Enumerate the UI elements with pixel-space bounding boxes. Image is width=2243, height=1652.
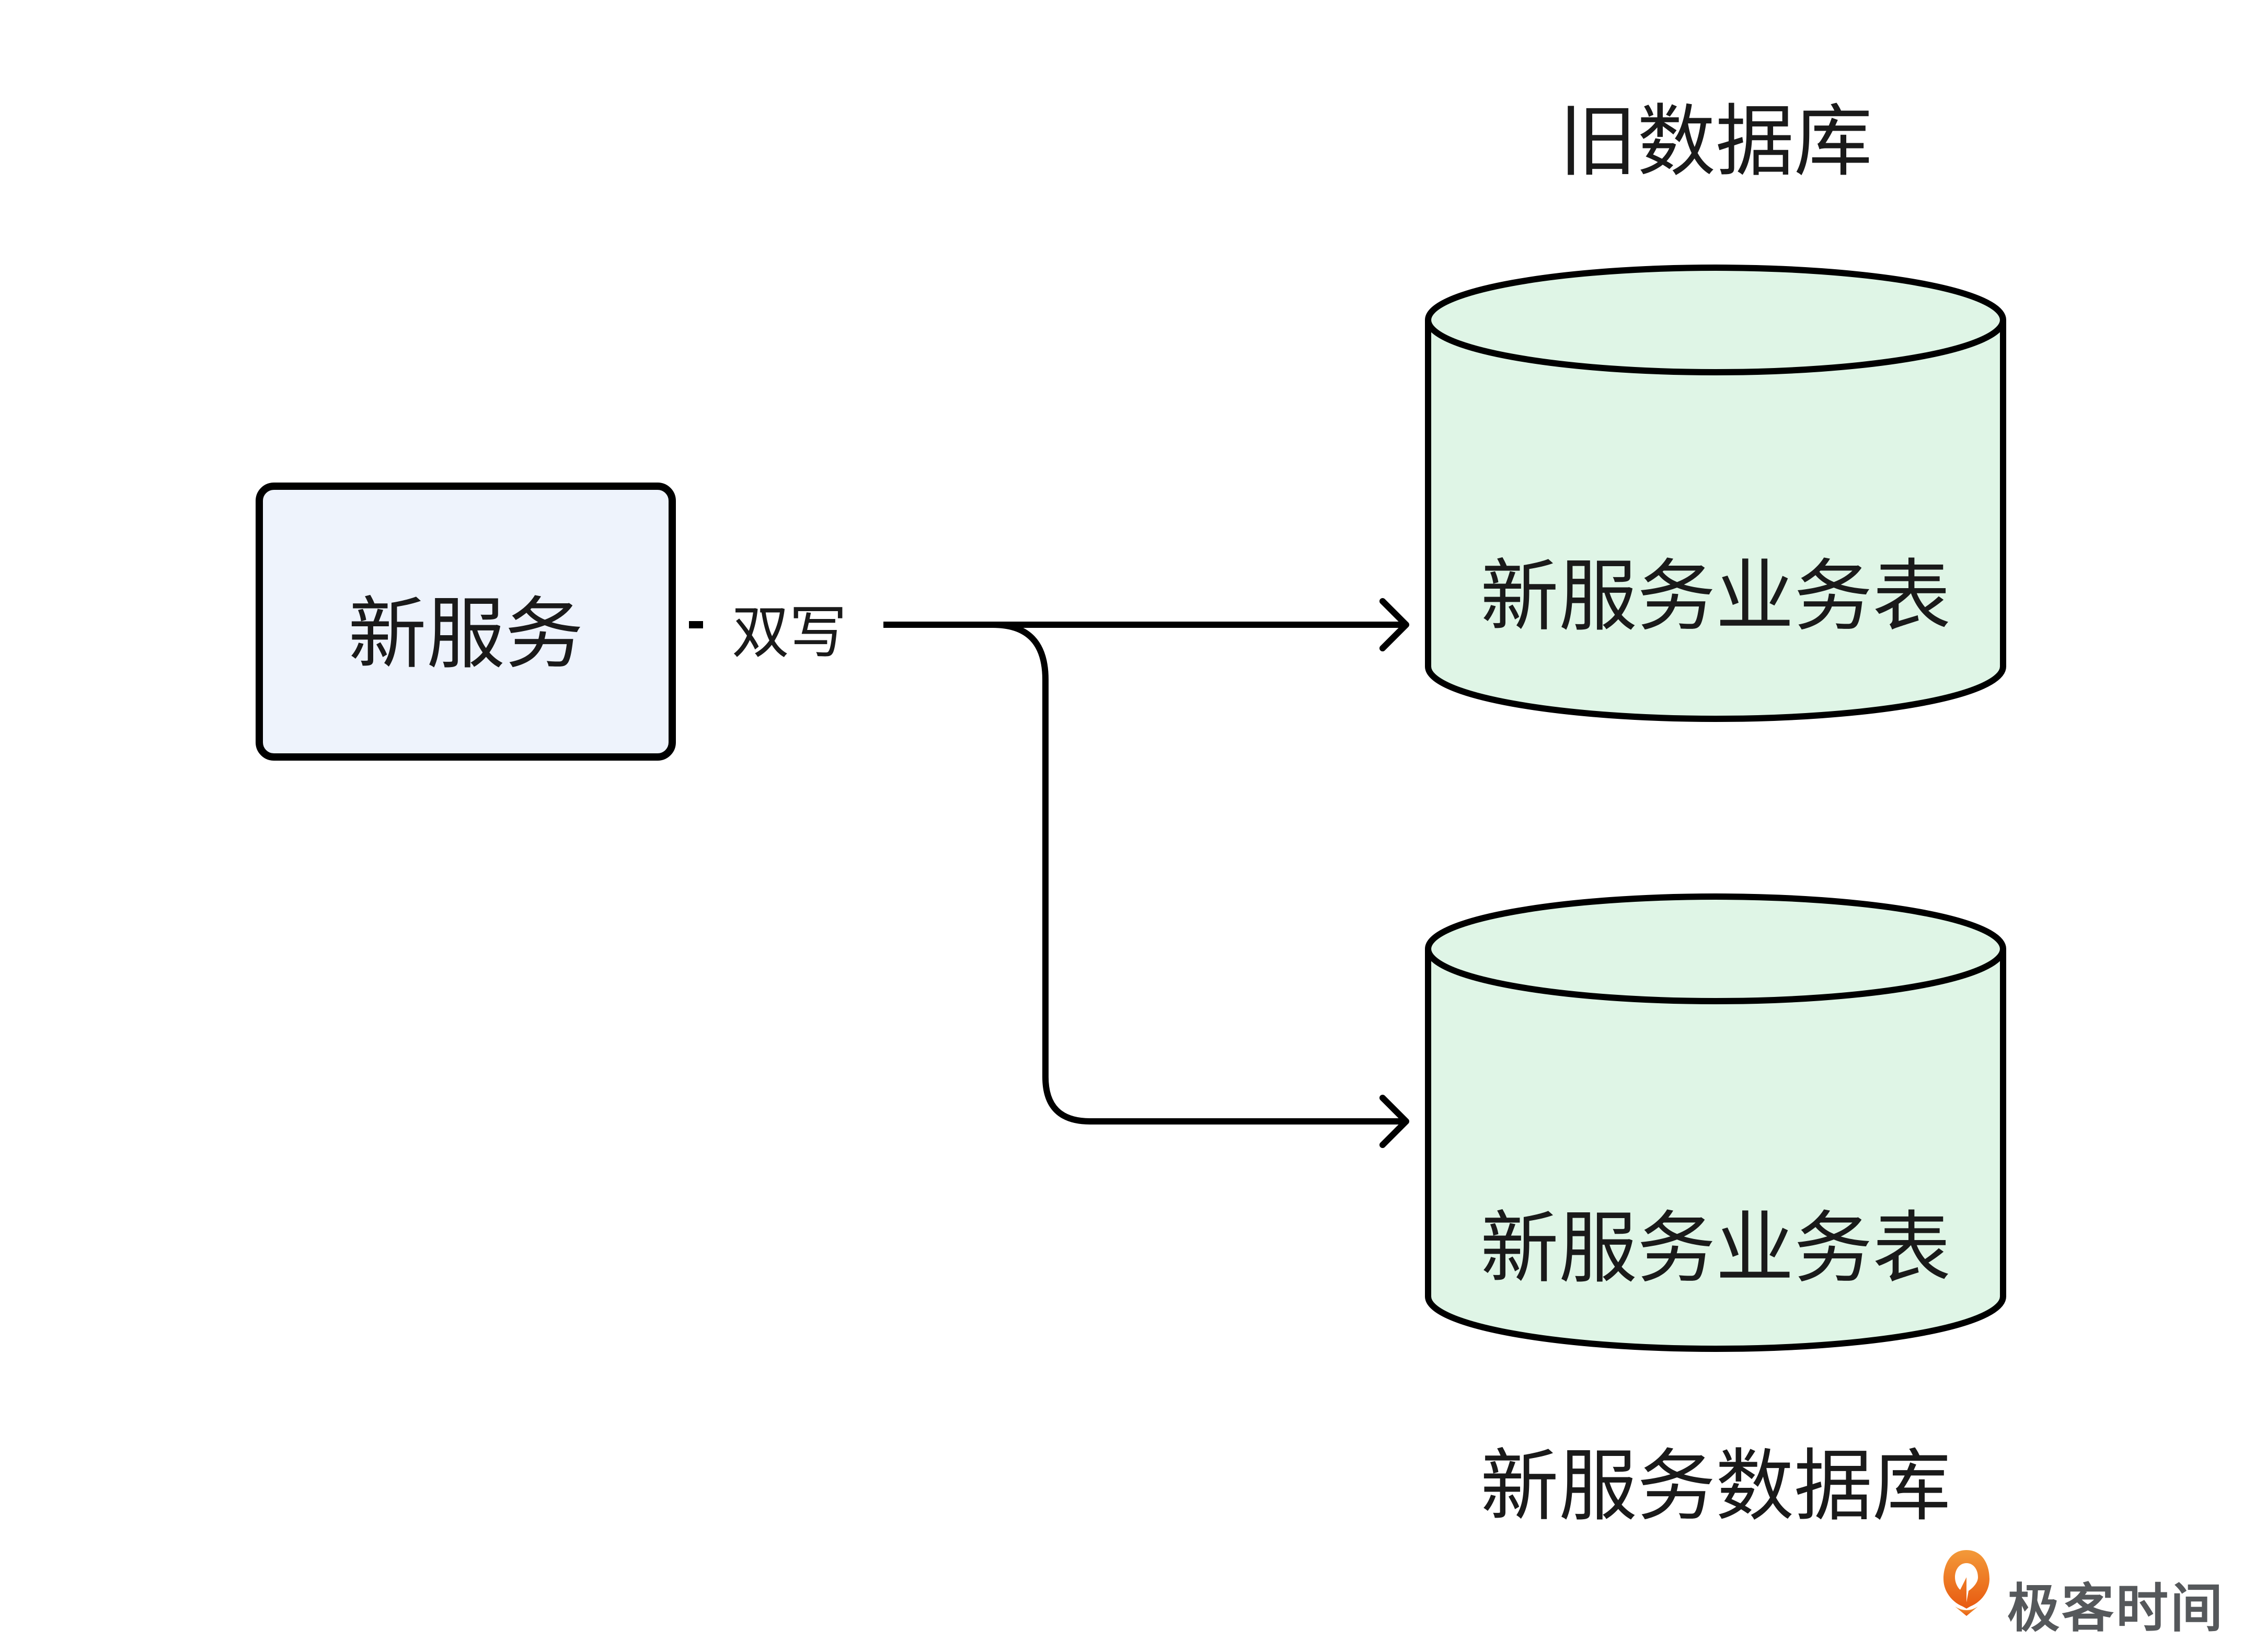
new-service-label: 新服务 bbox=[348, 589, 584, 680]
geektime-logo-icon bbox=[1943, 1550, 1989, 1616]
arrowhead-old-db bbox=[1379, 598, 1409, 651]
new-database-title: 新服务数据库 bbox=[1480, 1441, 1951, 1532]
old-database-title: 旧数据库 bbox=[1558, 96, 1873, 188]
new-service-box[interactable] bbox=[256, 483, 676, 761]
old-db-table-label: 新服务业务表 bbox=[1480, 551, 1951, 643]
branding-logo: 极客时间 bbox=[1997, 1566, 2225, 1642]
dual-write-label: 双写 bbox=[716, 586, 862, 669]
edge-to-new-db bbox=[993, 622, 1406, 1125]
new-db-table-label: 新服务业务表 bbox=[1480, 1203, 1951, 1294]
branding-text: 极客时间 bbox=[2007, 1578, 2225, 1639]
old-database-cylinder[interactable] bbox=[1425, 265, 2006, 722]
new-database-cylinder[interactable] bbox=[1425, 893, 2006, 1352]
arrowhead-new-db bbox=[1379, 1095, 1409, 1148]
